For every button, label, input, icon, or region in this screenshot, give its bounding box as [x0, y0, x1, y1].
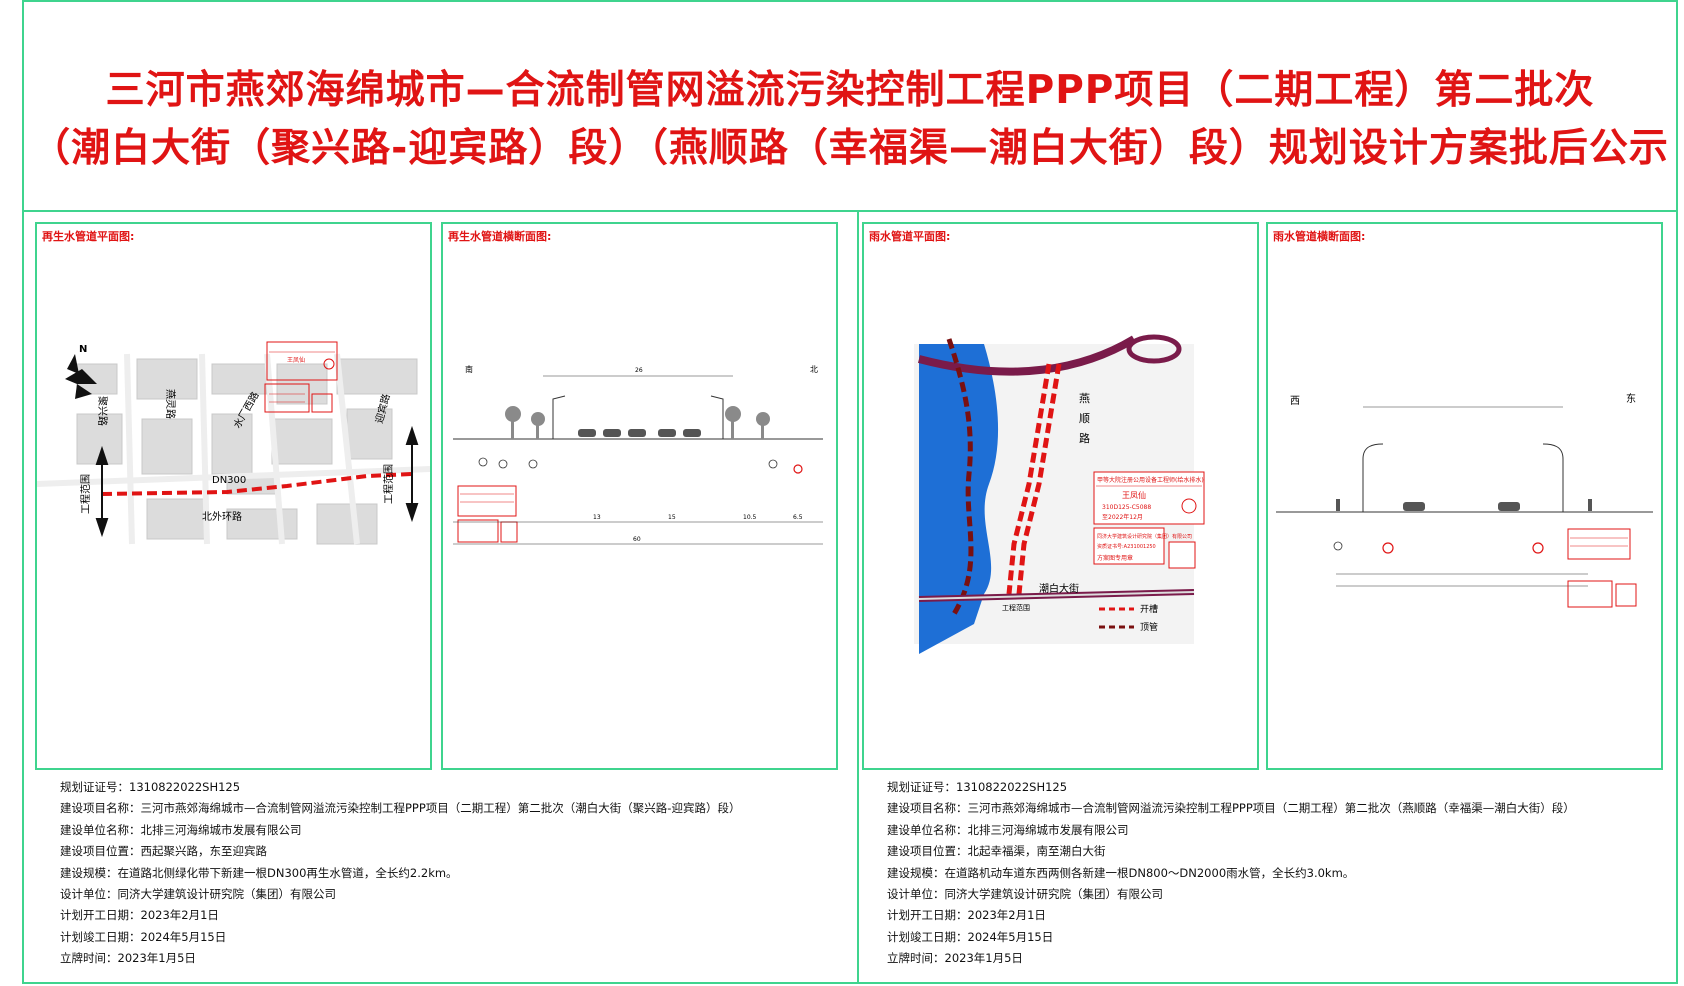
road-label-yanling: 燕灵路 — [164, 389, 177, 419]
svg-text:资质证书号:A231001250: 资质证书号:A231001250 — [1097, 543, 1156, 550]
river — [919, 344, 999, 654]
completion-date: 计划竣工日期：2024年5月15日 — [887, 929, 1054, 944]
institute-seal: 同济大学建筑设计研究院（集团）有限公司 资质证书号:A231001250 方案图… — [1093, 527, 1196, 569]
svg-text:王凤仙: 王凤仙 — [1122, 490, 1146, 500]
reclaimed-water-section-drawing: 南 北 26 — [453, 364, 823, 545]
road-char-lu: 路 — [1079, 432, 1090, 445]
road-char-yan: 燕 — [1079, 392, 1090, 405]
panel-title: 雨水管道平面图: — [869, 230, 951, 243]
svg-text:同济大学建筑设计研究院（集团）有限公司: 同济大学建筑设计研究院（集团）有限公司 — [1097, 533, 1192, 540]
north-arrow-icon — [65, 354, 97, 399]
dim-15: 15 — [668, 514, 676, 521]
west-label: 西 — [1290, 396, 1300, 407]
svg-text:王凤仙: 王凤仙 — [287, 356, 305, 364]
left-half — [22, 210, 859, 984]
road-label-chaobai: 潮白大街 — [1039, 582, 1079, 595]
boundary-label-left: 工程范围 — [79, 474, 92, 514]
project-scale: 建设规模：在道路北侧绿化带下新建一根DN300再生水管道，全长约2.2km。 — [60, 865, 458, 880]
board-frame — [22, 0, 1678, 984]
south-label: 南 — [465, 364, 473, 374]
designer: 设计单位：同济大学建筑设计研究院（集团）有限公司 — [887, 887, 1163, 902]
svg-text:甲等大院注册公用设备工程师(给水排水): 甲等大院注册公用设备工程师(给水排水) — [1097, 476, 1204, 484]
engineer-stamp: 甲等大院注册公用设备工程师(给水排水) 王凤仙 310D125-C5088 至2… — [1093, 471, 1205, 525]
dim-13: 13 — [593, 514, 601, 521]
permit-number: 规划证证号：1310822022SH125 — [60, 780, 241, 794]
reclaimed-water-section-panel: 再生水管道横断面图: 南 北 26 — [441, 222, 838, 770]
north-label: 北 — [810, 365, 818, 374]
builder-name: 建设单位名称：北排三河海绵城市发展有限公司 — [887, 822, 1129, 837]
engineer-stamp: 王凤仙 — [266, 341, 338, 381]
permit-number: 规划证证号：1310822022SH125 — [887, 780, 1068, 794]
panel-title: 再生水管道横断面图: — [448, 230, 552, 243]
builder-name: 建设单位名称：北排三河海绵城市发展有限公司 — [60, 822, 302, 837]
rainwater-plan-map: 燕 顺 路 潮白大街 工程范围 甲等大院注册公用设备工程师(给水排水) 王凤仙 … — [914, 334, 1205, 654]
posting-date: 立牌时间：2023年1月5日 — [887, 951, 1023, 966]
completion-date: 计划竣工日期：2024年5月15日 — [60, 929, 227, 944]
dim-60: 60 — [633, 536, 641, 543]
project-name: 建设项目名称：三河市燕郊海绵城市—合流制管网溢流污染控制工程PPP项目（二期工程… — [60, 801, 741, 816]
dim-10-5: 10.5 — [743, 514, 757, 521]
road-label-beiwaihuan: 北外环路 — [202, 510, 242, 523]
title-line-1: 三河市燕郊海绵城市—合流制管网溢流污染控制工程PPP项目（二期工程）第二批次 — [105, 68, 1595, 113]
posting-date: 立牌时间：2023年1月5日 — [60, 951, 196, 966]
project-location: 建设项目位置：西起聚兴路，东至迎宾路 — [60, 844, 267, 859]
dim-26: 26 — [635, 367, 643, 374]
new-pipe-marker-west — [1382, 542, 1394, 554]
project-name: 建设项目名称：三河市燕郊海绵城市—合流制管网溢流污染控制工程PPP项目（二期工程… — [887, 801, 1575, 816]
east-label: 东 — [1626, 392, 1636, 405]
engineer-stamp — [457, 485, 518, 543]
legend-label-jacking: 顶管 — [1140, 621, 1158, 633]
start-date: 计划开工日期：2023年2月1日 — [60, 908, 219, 923]
legend-label-trench: 开槽 — [1140, 603, 1158, 615]
panel-title: 再生水管道平面图: — [42, 230, 135, 243]
svg-text:方案图专用章: 方案图专用章 — [1097, 554, 1133, 562]
title-section: 三河市燕郊海绵城市—合流制管网溢流污染控制工程PPP项目（二期工程）第二批次 （… — [22, 0, 1678, 212]
rainwater-section-drawing: 西 东 — [1276, 392, 1653, 608]
dim-6-5: 6.5 — [793, 514, 803, 521]
road-label-juxing: 聚兴路 — [96, 396, 109, 426]
engineer-stamp — [1567, 528, 1637, 608]
road-label-boundary: 工程范围 — [1002, 603, 1030, 612]
reclaimed-water-plan-panel: 再生水管道平面图: — [35, 222, 432, 770]
page-title: 三河市燕郊海绵城市—合流制管网溢流污染控制工程PPP项目（二期工程）第二批次 （… — [22, 62, 1678, 178]
project-location: 建设项目位置：北起幸福渠，南至潮白大街 — [887, 844, 1106, 859]
road-curve — [917, 335, 1137, 376]
pipe-route — [101, 472, 413, 496]
legend: 开槽 顶管 — [1099, 603, 1158, 633]
reclaimed-water-plan-map: N 聚兴路 燕灵路 水厂西路 北外环路 迎宾路 DN300 工程范围 工程范围 … — [37, 341, 430, 545]
boundary-label-right: 工程范围 — [382, 464, 395, 504]
designer: 设计单位：同济大学建筑设计研究院（集团）有限公司 — [60, 887, 336, 902]
north-label: N — [79, 344, 87, 355]
road-char-shun: 顺 — [1079, 412, 1090, 425]
svg-text:至2022年12月: 至2022年12月 — [1102, 513, 1143, 521]
start-date: 计划开工日期：2023年2月1日 — [887, 908, 1046, 923]
rainwater-section-panel: 雨水管道横断面图: 西 东 — [1266, 222, 1663, 770]
new-pipe-marker-east — [1532, 542, 1544, 554]
institute-seal — [264, 383, 333, 413]
panel-title: 雨水管道横断面图: — [1273, 230, 1366, 243]
project-info-left: 规划证证号：1310822022SH125 建设项目名称：三河市燕郊海绵城市—合… — [60, 777, 740, 970]
rainwater-plan-panel: 雨水管道平面图: 燕 顺 路 潮白大街 工程范围 甲等大院注册公用设备工程师(给… — [862, 222, 1259, 770]
svg-text:310D125-C5088: 310D125-C5088 — [1102, 504, 1151, 511]
pipe-size-label: DN300 — [212, 475, 246, 486]
new-pipe-marker — [793, 464, 803, 474]
title-line-2: （潮白大街（聚兴路-迎宾路）段）（燕顺路（幸福渠—潮白大街）段）规划设计方案批后… — [31, 126, 1669, 171]
project-info-right: 规划证证号：1310822022SH125 建设项目名称：三河市燕郊海绵城市—合… — [887, 777, 1575, 970]
project-scale: 建设规模：在道路机动车道东西两侧各新建一根DN800～DN2000雨水管，全长约… — [887, 865, 1355, 880]
